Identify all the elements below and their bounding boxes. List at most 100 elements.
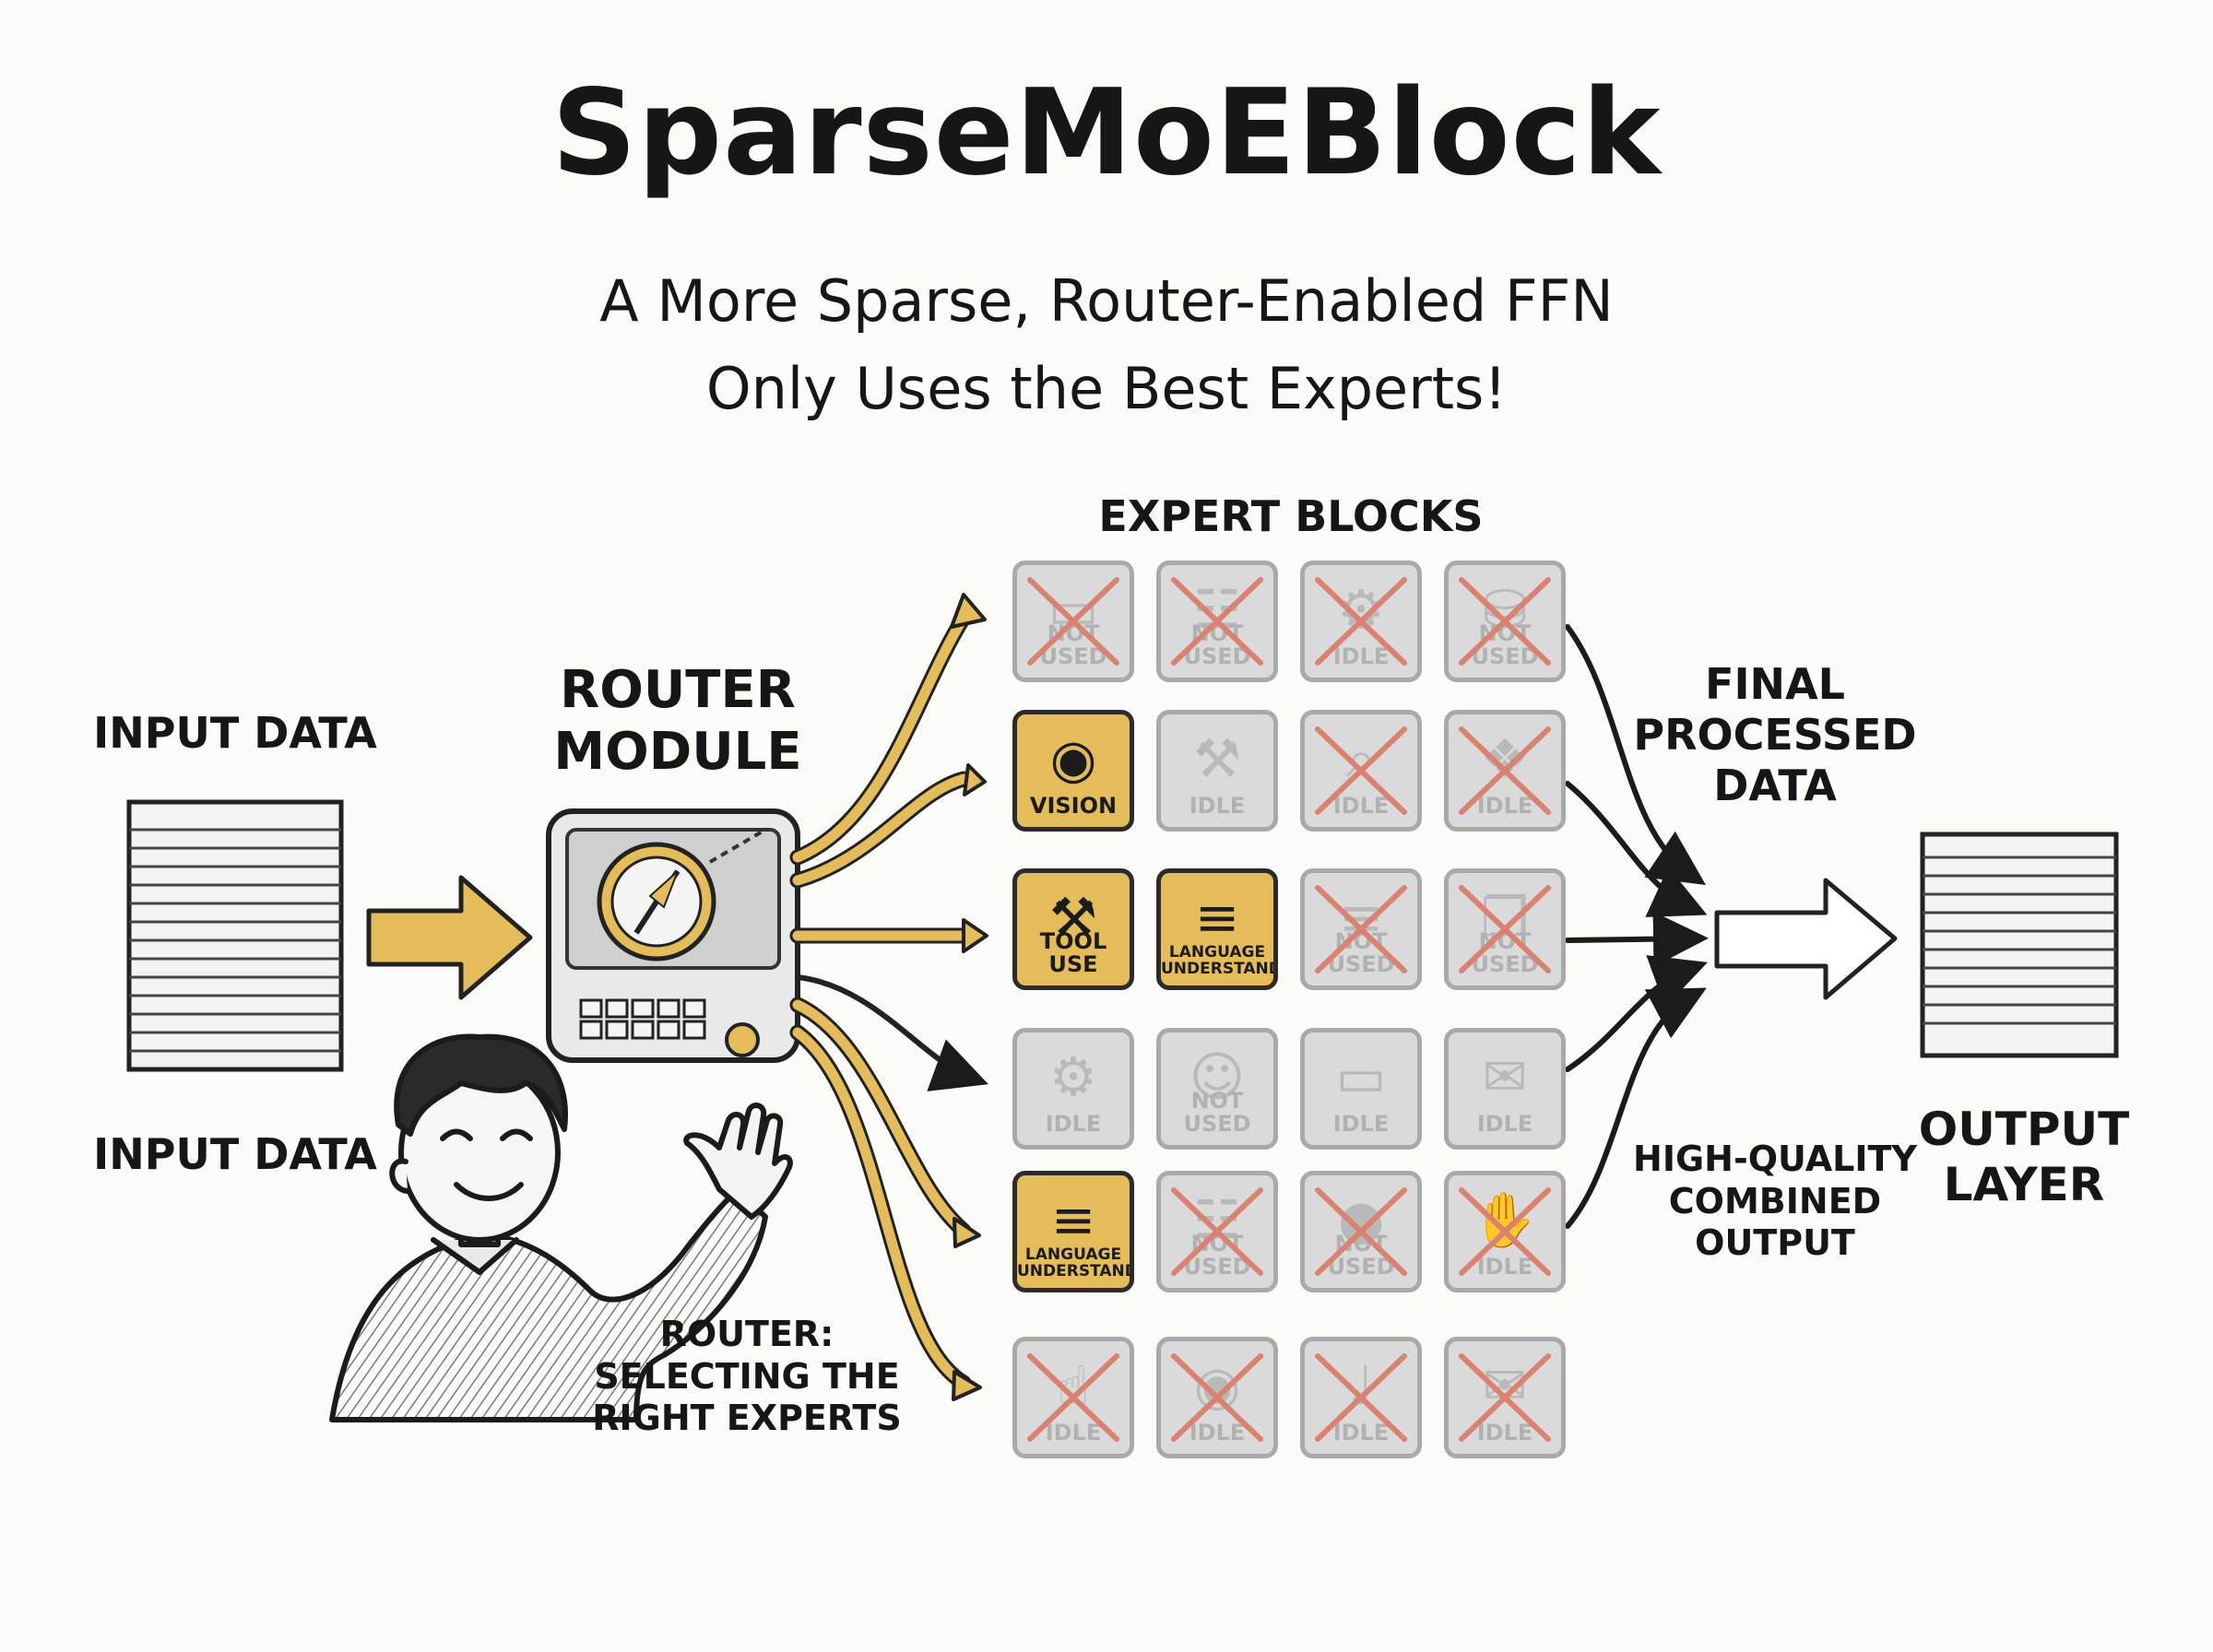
cross-out-icon [1315,1353,1407,1442]
cross-out-icon [1171,1353,1263,1442]
router-caption: ROUTER: SELECTING THE RIGHT EXPERTS [590,1314,904,1440]
expert-block: ▭IDLE [1300,1028,1422,1150]
expert-label: NOT USED [1327,927,1395,977]
expert-block: ≡LANGUAGEUNDERSTANDING [1012,1171,1134,1292]
cross-out-icon [1315,1187,1407,1276]
expert-label: IDLE [1476,1110,1533,1137]
hq-label-line3: OUTPUT [1695,1222,1855,1264]
expert-label: LANGUAGEUNDERSTANDING [1161,943,1273,979]
expert-block: ⚙IDLE [1012,1028,1134,1150]
expert-block: ✉IDLE [1444,1028,1566,1150]
camera-icon: ◉ [1049,727,1097,790]
input-data-label-bottom: INPUT DATA [93,1129,377,1179]
expert-block: ▭NOT USED [1012,560,1134,682]
expert-block: ≡LANGUAGEUNDERSTANDING [1156,868,1278,990]
subtitle-line-2: Only Uses the Best Experts! [705,355,1508,422]
expert-block: ≡NOT USED [1300,868,1422,990]
expert-block: ☺NOT USED [1156,1028,1278,1150]
expert-block: ⌕IDLE [1300,710,1422,832]
expert-block: ☷NOT USED [1156,560,1278,682]
router-module-label: ROUTER MODULE [544,659,811,783]
book-icon: ≡ [1050,1188,1096,1251]
cross-out-icon [1171,1187,1263,1276]
output-label-line1: OUTPUT [1918,1103,2130,1156]
expert-block: ⛁NOT USED [1444,560,1566,682]
page-title: SparseMoEBlock [551,65,1662,202]
expert-label: IDLE [1332,1419,1390,1446]
expert-block: ☝IDLE [1012,1337,1134,1458]
expert-block: ✋IDLE [1444,1171,1566,1292]
router-output-arrows [789,593,988,1401]
final-label-line2: PROCESSED [1633,710,1917,761]
expert-block: ◉IDLE [1156,1337,1278,1458]
final-label-line3: DATA [1713,761,1837,811]
expert-label: NOT USED [1471,927,1539,977]
cross-out-icon [1459,1353,1551,1442]
cross-out-icon [1315,577,1407,666]
expert-block: ⚒IDLE [1156,710,1278,832]
gear-icon: ⚙ [1049,1045,1097,1108]
input-arrow-icon [366,875,533,1000]
expert-label: IDLE [1332,1110,1390,1137]
router-caption-line1: ROUTER: [659,1314,834,1354]
hq-label-line1: HIGH-QUALITY [1633,1139,1917,1179]
final-label-line1: FINAL [1705,659,1845,709]
output-label-line2: LAYER [1943,1158,2105,1211]
book-icon: ≡ [1194,886,1240,949]
input-data-stack-icon [126,799,344,1072]
expert-block: ✉IDLE [1444,1337,1566,1458]
hand-icon: ✋ [1471,1187,1539,1251]
portrait-icon: ☺ [1189,1045,1246,1108]
screen-icon: ▭ [1335,1045,1387,1108]
router-module-label-line1: ROUTER [560,660,796,720]
expert-label: IDLE [1189,792,1246,819]
expert-block: ☷NOT USED [1156,1171,1278,1292]
expert-block: ❐NOT USED [1444,868,1566,990]
expert-label: IDLE [1189,1419,1246,1446]
cross-out-icon [1315,726,1407,815]
expert-label: IDLE [1476,1419,1533,1446]
expert-label: NOT USED [1183,1087,1251,1137]
wrench-icon: ⚒ [1049,886,1097,949]
expert-label: VISION [1029,792,1118,819]
cross-out-icon [1459,885,1551,974]
output-arrow-icon [1714,878,1898,1000]
expert-block: ⚒TOOL USE [1012,868,1134,990]
expert-label: IDLE [1476,792,1533,819]
cross-out-icon [1459,1187,1551,1276]
expert-label: TOOL USE [1039,927,1107,977]
expert-label: IDLE [1332,792,1390,819]
cross-out-icon [1171,577,1263,666]
input-data-label-top: INPUT DATA [93,708,377,758]
expert-block: ♩IDLE [1300,1337,1422,1458]
hq-label-line2: COMBINED [1668,1180,1882,1221]
cross-out-icon [1459,726,1551,815]
cross-out-icon [1027,1353,1119,1442]
expert-blocks-heading: EXPERT BLOCKS [1098,491,1484,541]
high-quality-output-label: HIGH-QUALITY COMBINED OUTPUT [1618,1139,1932,1265]
output-layer-stack-icon [1920,832,2119,1058]
cross-out-icon [1315,885,1407,974]
router-caption-line2: SELECTING THE [594,1355,900,1397]
aggregation-arrows [1565,624,1709,1229]
screen-icon: ▭ [1047,578,1099,641]
expert-label: IDLE [1045,1419,1102,1446]
cross-out-icon [1459,577,1551,666]
expert-label: LANGUAGEUNDERSTANDING [1017,1245,1130,1281]
expert-block: ●NOT USED [1300,1171,1422,1292]
wrench-icon: ⚒ [1193,727,1241,790]
expert-label: IDLE [1045,1110,1102,1137]
final-processed-data-label: FINAL PROCESSED DATA [1623,659,1927,812]
subtitle-line-1: A More Sparse, Router-Enabled FFN [599,267,1614,335]
cross-out-icon [1027,577,1119,666]
expert-label: IDLE [1332,643,1390,669]
expert-block: ⚙IDLE [1300,560,1422,682]
output-layer-label: OUTPUT LAYER [1904,1102,2144,1212]
router-caption-line3: RIGHT EXPERTS [592,1398,902,1439]
chat-icon: ✉ [1482,1045,1528,1108]
router-module-label-line2: MODULE [553,722,802,783]
person-illustration-icon [329,1033,793,1422]
expert-block: ❖IDLE [1444,710,1566,832]
expert-label: IDLE [1476,1253,1533,1280]
